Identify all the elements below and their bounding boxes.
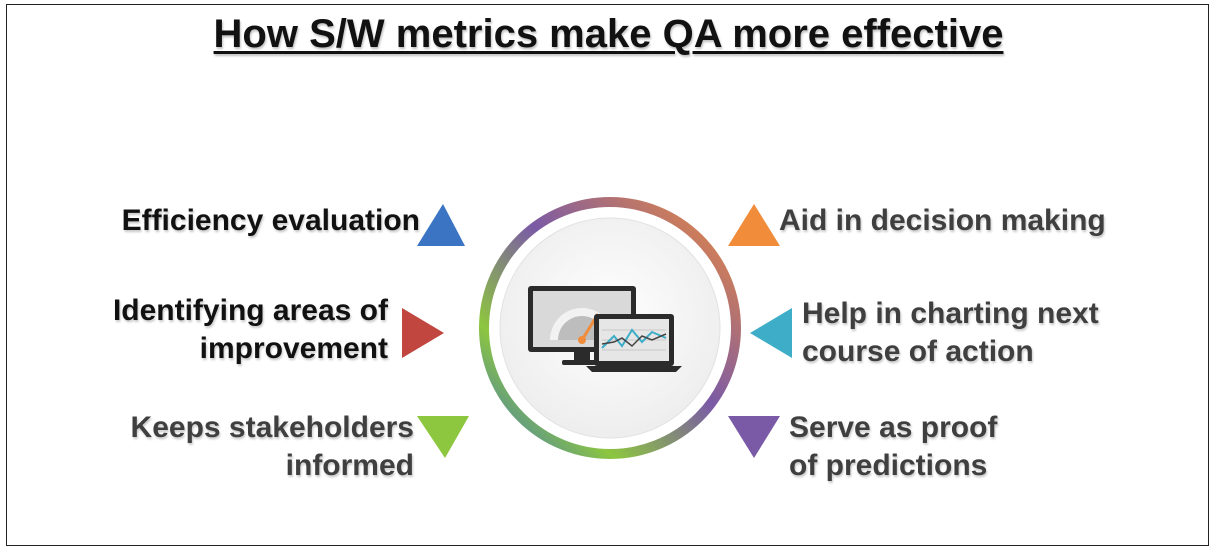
- laptop-chart-icon: [586, 314, 682, 372]
- triangle-shape: [417, 416, 469, 458]
- triangle-up-blue-icon: [417, 204, 465, 246]
- triangle-shape: [402, 308, 444, 358]
- triangle-right-red-icon: [402, 308, 444, 358]
- label-identifying-areas: Identifying areas of improvement: [112, 294, 388, 365]
- triangle-down-purple-icon: [728, 416, 780, 458]
- computer-monitor-icon: [528, 286, 636, 365]
- triangle-shape: [417, 204, 465, 246]
- triangle-up-orange-icon: [728, 204, 780, 246]
- label-keeps-stakeholders: Keeps stakeholders informed: [130, 411, 414, 482]
- gradient-ring: [479, 197, 741, 459]
- triangle-left-teal-icon: [750, 308, 792, 358]
- triangle-down-green-icon: [417, 416, 469, 458]
- page-title: How S/W metrics make QA more effective: [213, 12, 1004, 56]
- label-efficiency-evaluation: Efficiency evaluation: [121, 204, 420, 237]
- triangle-shape: [728, 204, 780, 246]
- label-help-charting: Help in charting next course of action: [802, 297, 1099, 368]
- center-ring: [479, 197, 741, 459]
- label-aid-decision-making: Aid in decision making: [779, 204, 1106, 237]
- triangle-shape: [750, 308, 792, 358]
- triangle-shape: [728, 416, 780, 458]
- label-serve-as-proof: Serve as proof of predictions: [789, 411, 998, 482]
